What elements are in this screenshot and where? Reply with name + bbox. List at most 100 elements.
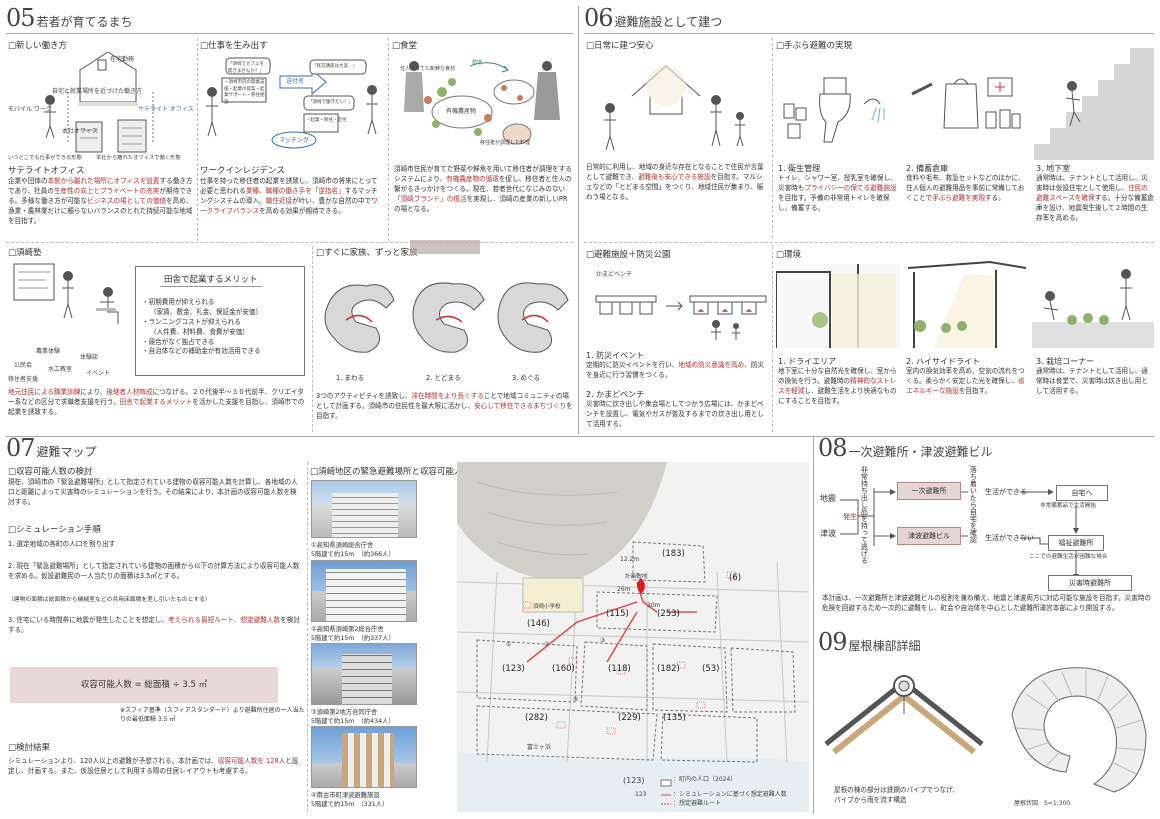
illustration-activities <box>324 282 569 353</box>
note-difficult: ここでの避難生活が困難な場合 <box>1029 554 1108 560</box>
text-dry-area: 地下室に十分な自然光を確保し、室からの換気を行う。避難時の精神的なストレスを軽減… <box>778 367 897 405</box>
formula-box: 収容可能人数 = 総面積 ÷ 3.5 ㎡ <box>10 667 278 703</box>
label-can-live: 生活ができる <box>985 488 1027 496</box>
heading-result: □検討結果 <box>8 743 51 753</box>
legend-sim-text: ：シミュレーションに基づく想定避難人数 <box>673 791 787 798</box>
step-3: 3. 住宅にいる時間帯に地震が発生したことを想定し、考えられる最短ルート、想定避… <box>8 616 300 634</box>
bubble-cafe: 「須崎でカフェを開きませんか？」 <box>228 62 264 74</box>
map-n282: (282) <box>525 713 548 723</box>
map-marker-3: ③ <box>600 637 606 644</box>
caption-bench: かまどベンチ <box>596 271 633 278</box>
list-move: ・起業・移住・定住 <box>306 118 347 123</box>
illustration-dry-area <box>776 264 900 348</box>
title-garden: 3. 栽培コーナー <box>1036 357 1095 366</box>
step-2: 2. 現在「緊急避難場所」として指定されている建物の面積から以下の計算方法により… <box>8 562 300 580</box>
box-tsunami-building: 津波避難ビル <box>897 527 961 545</box>
title-event: 1. 防災イベント <box>586 351 645 360</box>
flow-note-check-home: 落ち着いたら自宅を確認 <box>969 466 978 543</box>
photo-building-4 <box>311 726 417 788</box>
label-todomaru: 2. とどまる <box>426 374 461 382</box>
photo-1-caption: ①高知県須崎総合庁舎 <box>311 542 374 549</box>
illustration-school <box>13 263 119 324</box>
map-n229: (229) <box>618 713 641 723</box>
section-08-header: 08 一次避難所・津波避難ビル <box>818 436 1154 463</box>
title-stockpile: 2. 備蓄倉庫 <box>906 164 949 173</box>
map-n123: (123) <box>502 664 525 674</box>
section-number: 07 <box>6 434 36 462</box>
tag-craft: 水工教室 <box>48 366 73 373</box>
map-n6: (6) <box>729 573 742 583</box>
label-tsunami: 津波 <box>820 529 836 538</box>
evacuation-map <box>457 462 809 812</box>
label-cannot-live: 生活ができない <box>985 534 1034 542</box>
illustration-garden <box>1032 269 1154 348</box>
legend-route-text: ：想定避難ルート <box>673 800 722 807</box>
heading-family: □すぐに家族、ずっと家族 <box>316 248 418 258</box>
caption-anywhere: いつどこでも仕事ができる形態 <box>8 155 82 161</box>
label-reverse: 送付名 <box>286 78 305 85</box>
bubble-work: 「須崎で働きたい！」 <box>308 100 353 105</box>
tag-story: 体験談 <box>80 354 99 361</box>
title-sanitation: 1. 衛生管理 <box>778 164 821 173</box>
box-primary-shelter: 一次避難所 <box>897 482 961 500</box>
step-1: 1. 選定地域の各町の人口を割り出す <box>8 540 116 548</box>
text-high-light: 室内の換気効率を高め、空気の流れをつくる。柔らかく安定した光を確保し、省エネルギ… <box>906 367 1025 395</box>
bubble-hard: 「経営講座は大変…」 <box>312 64 357 69</box>
map-n183: (183) <box>662 549 685 559</box>
legend-pop-num: (123) <box>623 776 645 785</box>
photo-building-3 <box>311 643 417 705</box>
title-high-light: 2. ハイサイドライト <box>906 357 981 366</box>
illustration-basement <box>1034 48 1154 160</box>
map-n135: (135) <box>663 713 686 723</box>
label-occurrence: 発生 <box>843 513 857 521</box>
section-number: 09 <box>818 628 848 656</box>
section-title: 避難施設として建つ <box>614 15 723 29</box>
label-meguru: 3. めぐる <box>512 374 541 382</box>
label-mawaru: 1. まわる <box>336 374 365 382</box>
roof-plan-drawing <box>1011 667 1147 793</box>
legend-pop-text: ：町内の人口（2024） <box>673 776 737 783</box>
caption-remote: 在宅勤務 <box>110 56 135 63</box>
map-n118: (118) <box>608 664 631 674</box>
title-work-in-residence: ワークインレジデンス <box>200 166 285 176</box>
title-dry-area: 1. ドライエリア <box>778 357 837 366</box>
text-event: 定期的に防災イベントを行い、地域の防災意識を高め、防災を身近に行う習慣をつくる。 <box>586 361 765 379</box>
map-n53: (53) <box>702 664 720 674</box>
photo-3-caption: ③須崎第2地方合同庁舎 <box>311 709 378 716</box>
ridge-detail-drawing <box>824 675 984 755</box>
caption-mobile: モバイル ワーク <box>8 106 52 113</box>
illustration-high-light <box>907 260 1027 348</box>
tag-hall: 公民会 <box>14 362 33 369</box>
map-site: 計画敷地 <box>625 574 648 580</box>
caption-headoffice: 本社オフィス <box>62 128 98 135</box>
tag-event: イベント <box>86 370 111 377</box>
section-09-header: 09 屋根棟部詳細 <box>818 630 1154 657</box>
merit-box <box>135 266 305 376</box>
map-n253: (253) <box>657 609 680 619</box>
map-n182: (182) <box>657 664 680 674</box>
section-number: 06 <box>584 4 614 32</box>
text-sanitation: トイレ、シャワー室、授乳室を確保し、災害時もプライバシーの保てる避難施設を目指す… <box>778 174 897 212</box>
photo-2-caption: ②高知県須崎第2総合庁舎 <box>311 626 384 633</box>
text-shelter-plan: 本計画は、一次避難所と津波避難ビルの役割を兼ね備え、地震と津波両方に対応可能な施… <box>822 594 1152 612</box>
caption-fresh: 住人が育てた新鮮な食材 <box>400 66 456 72</box>
tag-farm: 農業体験 <box>36 348 61 355</box>
heading-dining: □食堂 <box>392 41 418 51</box>
section-number: 08 <box>818 434 848 462</box>
box-go-home: 自宅へ <box>1056 485 1108 501</box>
text-daily-safety: 日常的に利用し、地域の身近な存在となることで住民が言葉として避難でき、避難後も安… <box>586 163 764 201</box>
illustration-house-family <box>604 65 745 151</box>
section-title: 避難マップ <box>36 445 97 459</box>
section-07-header: 07 避難マップ <box>6 436 806 463</box>
photo-1-spec: 5階建て約15m （約366人） <box>311 551 395 558</box>
heading-map: □須崎地区の緊急避難場所と収容可能人数 <box>310 467 472 477</box>
map-school: 須崎小学校 <box>533 604 561 610</box>
illustration-stockpile <box>911 77 1021 129</box>
map-marker-2: ② <box>544 641 550 648</box>
heading-school: □須崎塾 <box>8 248 42 258</box>
label-matching: マッチング <box>279 137 310 144</box>
section-title: 若者が育てるまち <box>36 15 133 29</box>
roof-plan-label: 屋根伏図 S=1:300 <box>1014 800 1071 807</box>
text-bench: 災害時に炊き出しや集会場としてつかう広場には、かまどベンチを設置し、電気やガスが… <box>586 400 765 428</box>
heading-capacity: □収容可能人数の検討 <box>8 467 93 477</box>
